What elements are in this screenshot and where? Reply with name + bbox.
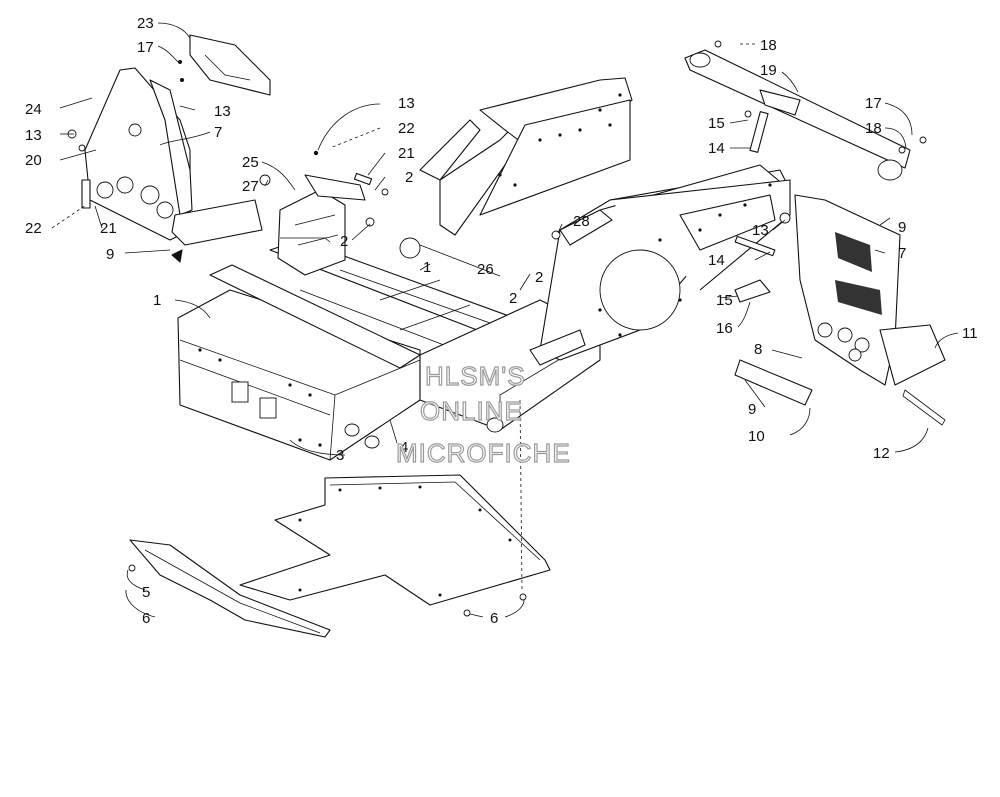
callout-23: 23 xyxy=(137,15,154,32)
leader-lines xyxy=(51,22,959,618)
callout-3: 3 xyxy=(336,447,344,464)
callout-15-right: 15 xyxy=(716,292,733,309)
callout-28: 28 xyxy=(573,213,590,230)
callout-21-center: 21 xyxy=(398,145,415,162)
callout-2-c: 2 xyxy=(535,269,543,286)
watermark-line-3: MICROFICHE xyxy=(396,438,571,468)
left-footrest-assembly xyxy=(67,34,271,263)
footrest-grip-hatch xyxy=(835,232,882,315)
callout-2-d: 2 xyxy=(509,290,517,307)
callout-24: 24 xyxy=(25,101,42,118)
callout-5: 5 xyxy=(142,584,150,601)
callout-6-left: 6 xyxy=(142,610,150,627)
callout-18-right: 18 xyxy=(865,120,882,137)
right-footrest-assembly xyxy=(734,194,946,426)
callout-2-a: 2 xyxy=(405,169,413,186)
callout-27: 27 xyxy=(242,178,259,195)
rivet-dots xyxy=(198,93,772,447)
callout-numbers: 23 17 24 13 13 20 7 22 21 9 25 27 13 22 … xyxy=(25,15,978,627)
callout-15-top: 15 xyxy=(708,115,725,132)
callout-17-right: 17 xyxy=(865,95,882,112)
callout-2-b: 2 xyxy=(340,233,348,250)
callout-13-right: 13 xyxy=(752,222,769,239)
front-skid-plate xyxy=(129,539,331,638)
callout-8: 8 xyxy=(754,341,762,358)
callout-14-right: 14 xyxy=(708,252,725,269)
callout-9-left: 9 xyxy=(106,246,114,263)
callout-19: 19 xyxy=(760,62,777,79)
steering-post-bracket xyxy=(259,150,375,276)
callout-13-center: 13 xyxy=(398,95,415,112)
callout-6-right: 6 xyxy=(490,610,498,627)
callout-25: 25 xyxy=(242,154,259,171)
callout-10: 10 xyxy=(748,428,765,445)
watermark: HLSM'S ONLINE MICROFICHE xyxy=(395,360,571,468)
callout-7-left: 7 xyxy=(214,124,222,141)
callout-9-bottom: 9 xyxy=(748,401,756,418)
callout-12: 12 xyxy=(873,445,890,462)
steering-post xyxy=(684,49,911,181)
callout-11: 11 xyxy=(962,325,978,342)
callout-9-right: 9 xyxy=(898,219,906,236)
callout-17-left: 17 xyxy=(137,39,154,56)
callout-22-center: 22 xyxy=(398,120,415,137)
callout-1-center: 1 xyxy=(423,259,431,276)
belly-pan-rivets xyxy=(298,485,512,597)
main-chassis-frame xyxy=(177,77,791,461)
callout-16: 16 xyxy=(716,320,733,337)
callout-18-top: 18 xyxy=(760,37,777,54)
watermark-line-1: HLSM'S xyxy=(425,361,526,391)
callout-22-left: 22 xyxy=(25,220,42,237)
callout-4: 4 xyxy=(400,439,408,456)
callout-13-b: 13 xyxy=(25,127,42,144)
watermark-line-2: ONLINE xyxy=(420,396,523,426)
callout-1-left: 1 xyxy=(153,292,161,309)
belly-pan xyxy=(239,474,551,606)
callout-14-top: 14 xyxy=(708,140,725,157)
callout-21-left: 21 xyxy=(100,220,117,237)
callout-20: 20 xyxy=(25,152,42,169)
callout-26: 26 xyxy=(477,261,494,278)
callout-7-right: 7 xyxy=(898,245,906,262)
callout-13-a: 13 xyxy=(214,103,231,120)
